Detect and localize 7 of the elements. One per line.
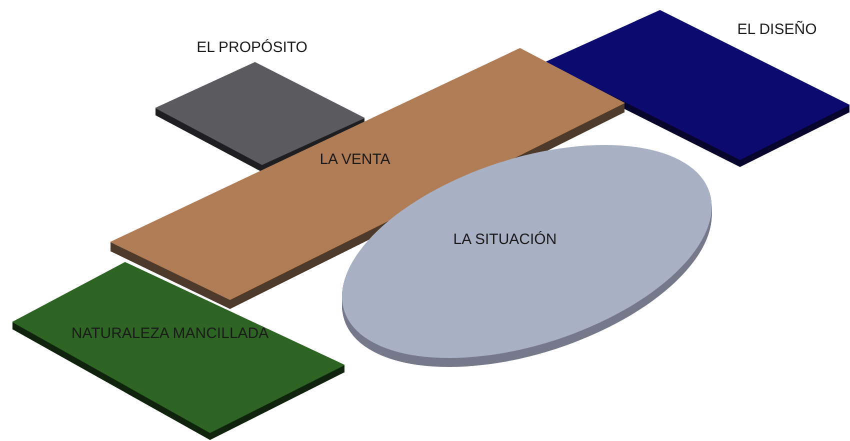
slab-label: NATURALEZA MANCILLADA <box>70 324 270 344</box>
slab-heading: EL DISEÑO <box>736 20 818 40</box>
slab-label: LA VENTA <box>318 150 392 170</box>
oval-slab <box>342 145 712 368</box>
slab <box>12 262 345 440</box>
slab-label: LA SITUACIÓN <box>452 230 558 250</box>
slab-heading: EL PROPÓSITO <box>196 38 308 58</box>
